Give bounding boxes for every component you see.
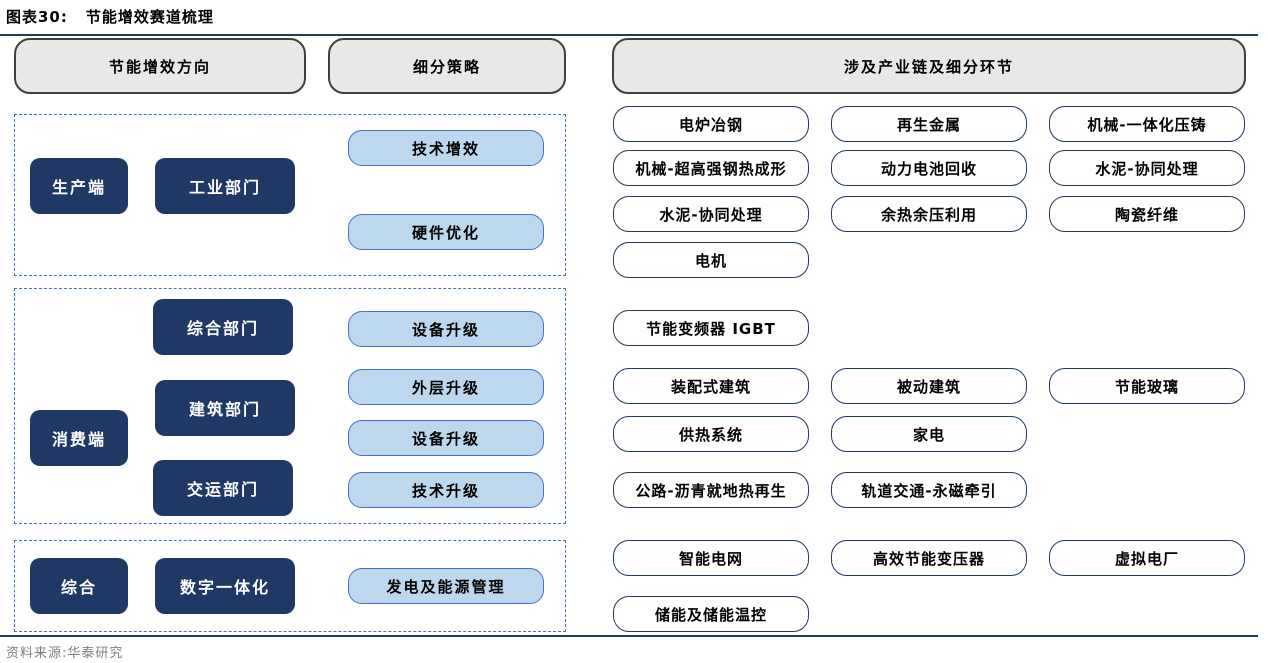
chain-item: 轨道交通-永磁牵引 [831,472,1027,508]
strategy-tech-efficiency: 技术增效 [348,130,544,166]
chain-item: 智能电网 [613,540,809,576]
chain-item: 水泥-协同处理 [613,196,809,232]
chain-item: 虚拟电厂 [1049,540,1245,576]
chain-item: 被动建筑 [831,368,1027,404]
chain-item: 装配式建筑 [613,368,809,404]
chain-item: 节能玻璃 [1049,368,1245,404]
chain-item: 储能及储能温控 [613,596,809,632]
chain-item: 水泥-协同处理 [1049,150,1245,186]
sector-general: 综合部门 [153,299,293,355]
sector-transport: 交运部门 [153,460,293,516]
chain-item: 再生金属 [831,106,1027,142]
side-integrated: 综合 [30,558,128,614]
side-consumption: 消费端 [30,410,128,466]
sector-building: 建筑部门 [155,380,295,436]
chain-item: 高效节能变压器 [831,540,1027,576]
chain-item: 节能变频器 IGBT [613,310,809,346]
figure-title: 图表30: 节能增效赛道梳理 [6,6,214,27]
chain-item: 家电 [831,416,1027,452]
strategy-power-energy-mgmt: 发电及能源管理 [348,568,544,604]
group-production [14,114,566,276]
header-direction: 节能增效方向 [14,38,306,94]
header-strategy: 细分策略 [328,38,566,94]
source-note: 资料来源:华泰研究 [6,646,124,661]
chain-item: 电炉冶钢 [613,106,809,142]
figure-title-text: 节能增效赛道梳理 [85,8,214,26]
chain-item: 余热余压利用 [831,196,1027,232]
chain-item: 陶瓷纤维 [1049,196,1245,232]
side-production: 生产端 [30,158,128,214]
chain-item: 机械-一体化压铸 [1049,106,1245,142]
strategy-hardware-optimization: 硬件优化 [348,214,544,250]
bottom-rule [0,635,1258,637]
strategy-equipment-upgrade-1: 设备升级 [348,311,544,347]
figure-number: 图表30: [6,8,68,26]
group-consumption [14,288,566,524]
chain-item: 动力电池回收 [831,150,1027,186]
strategy-envelope-upgrade: 外层升级 [348,369,544,405]
group-integrated [14,540,566,632]
top-rule [0,34,1258,36]
chain-item: 公路-沥青就地热再生 [613,472,809,508]
sector-industry: 工业部门 [155,158,295,214]
chain-item: 电机 [613,242,809,278]
header-chain: 涉及产业链及细分环节 [612,38,1246,94]
strategy-equipment-upgrade-2: 设备升级 [348,420,544,456]
chain-item: 供热系统 [613,416,809,452]
sector-digital: 数字一体化 [155,558,295,614]
chain-item: 机械-超高强钢热成形 [613,150,809,186]
strategy-tech-upgrade: 技术升级 [348,472,544,508]
